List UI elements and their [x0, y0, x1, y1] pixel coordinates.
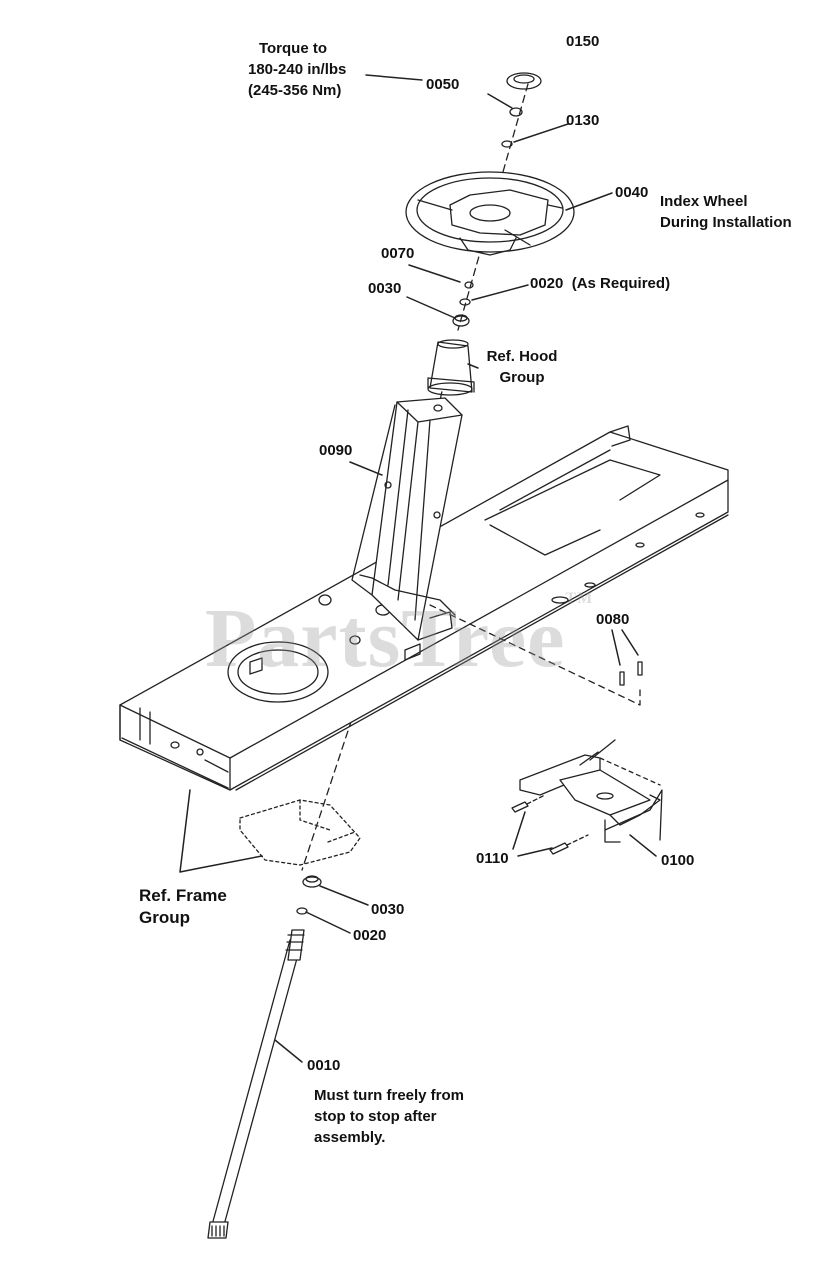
small-parts-bottom — [296, 875, 322, 915]
watermark: PartsTreeTM — [205, 590, 594, 685]
hood-bushing — [427, 339, 475, 396]
ref-hood-note: Ref. Hood Group — [486, 348, 558, 386]
lower-bracket — [239, 799, 361, 866]
callout-0050: 0050 — [426, 76, 460, 93]
callout-0090: 0090 — [319, 442, 353, 459]
leader-lines — [179, 74, 657, 1063]
screw-dash-line — [429, 604, 641, 706]
steering-support-0090 — [351, 397, 463, 641]
callout-0100: 0100 — [661, 852, 695, 869]
callout-0020-bottom: 0020 — [353, 927, 387, 944]
small-parts-top — [452, 72, 542, 327]
index-wheel-note: Index Wheel During Installation — [660, 193, 792, 231]
callout-0030-top: 0030 — [368, 280, 402, 297]
callout-0070: 0070 — [381, 245, 415, 262]
callout-0040: 0040 — [615, 184, 649, 201]
callout-0020-top: 0020 (As Required) — [530, 275, 671, 292]
callout-0030-bottom: 0030 — [371, 901, 405, 918]
screws — [511, 661, 643, 855]
steering-shaft-0010 — [207, 929, 305, 1239]
bracket-0100 — [519, 739, 663, 843]
callout-0130: 0130 — [566, 112, 600, 129]
callout-0080: 0080 — [596, 611, 630, 628]
steering-wheel-0040 — [405, 171, 575, 256]
ref-frame-note: Ref. Frame Group — [139, 886, 227, 927]
callout-0010: 0010 — [307, 1057, 341, 1074]
callout-0110: 0110 — [476, 850, 509, 867]
must-turn-note: Must turn freely from stop to stop after… — [314, 1087, 465, 1146]
torque-note: Torque to 180-240 in/lbs (245-356 Nm) — [248, 40, 347, 99]
callout-0150: 0150 — [566, 33, 600, 50]
